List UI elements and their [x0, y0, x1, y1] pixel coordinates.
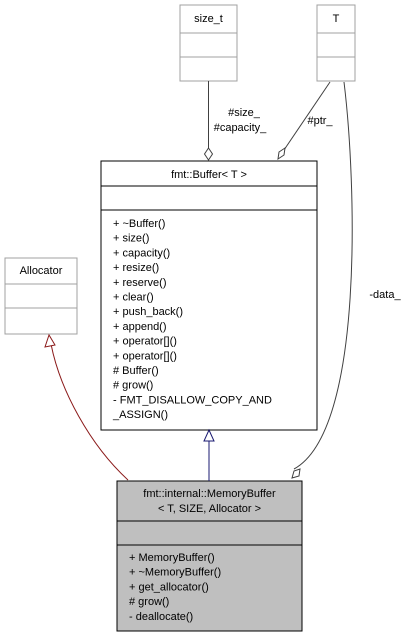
method-item: # grow() — [129, 596, 169, 608]
method-item: + ~MemoryBuffer() — [129, 567, 221, 579]
composition-diamond — [277, 146, 286, 161]
method-item: + operator[]() — [113, 336, 177, 348]
edge-memory-buffer-inherits-allocator — [44, 333, 129, 481]
edge-size-label-1: #size_ — [228, 107, 261, 119]
method-item: # Buffer() — [113, 365, 159, 377]
edge-size-to-buffer: #size_ #capacity_ — [203, 81, 267, 161]
method-item: + MemoryBuffer() — [129, 552, 215, 564]
method-item: _ASSIGN() — [112, 409, 168, 421]
method-item: + resize() — [113, 262, 159, 274]
class-memory-buffer-methods: + MemoryBuffer() + ~MemoryBuffer() + get_a… — [129, 552, 221, 623]
class-size_t-name: size_t — [194, 13, 223, 25]
class-t[interactable]: T — [316, 4, 356, 82]
method-item: + size() — [113, 233, 149, 245]
inheritance-arrow — [203, 428, 215, 442]
method-item: + reserve() — [113, 277, 167, 289]
class-allocator-name: Allocator — [20, 265, 63, 277]
edge-ptr-label: #ptr_ — [307, 115, 333, 127]
method-item: - FMT_DISALLOW_COPY_AND — [113, 394, 272, 406]
class-buffer-methods: + ~Buffer() + size() + capacity() + resize(… — [112, 218, 272, 421]
method-item: + append() — [113, 321, 167, 333]
class-size_t[interactable]: size_t — [179, 4, 238, 82]
class-memory-buffer[interactable]: fmt::internal::MemoryBuffer < T, SIZE, A… — [116, 480, 303, 632]
method-item: + get_allocator() — [129, 581, 209, 593]
class-allocator[interactable]: Allocator — [4, 257, 78, 335]
edge-memory-buffer-inherits-buffer — [203, 428, 215, 481]
method-item: + ~Buffer() — [113, 218, 165, 230]
edge-size-label-2: #capacity_ — [214, 122, 267, 134]
class-t-name: T — [333, 13, 340, 25]
composition-diamond — [291, 468, 301, 479]
method-item: + operator[]() — [113, 350, 177, 362]
composition-diamond — [203, 147, 214, 161]
class-buffer[interactable]: fmt::Buffer< T > + ~Buffer()+ size()+ ca… — [100, 160, 318, 431]
class-buffer-name: fmt::Buffer< T > — [171, 169, 247, 181]
method-item: + push_back() — [113, 306, 183, 318]
edge-data-label: -data_ — [369, 289, 401, 301]
class-memory-buffer-name-line2: < T, SIZE, Allocator > — [158, 503, 261, 515]
class-memory-buffer-name-line1: fmt::internal::MemoryBuffer — [143, 488, 276, 500]
method-item: - deallocate() — [129, 611, 193, 623]
inheritance-arrow — [44, 333, 56, 348]
method-item: + clear() — [113, 292, 154, 304]
method-item: + capacity() — [113, 247, 170, 259]
method-item: # grow() — [113, 380, 153, 392]
edge-t-to-buffer: #ptr_ — [277, 81, 333, 161]
edge-t-to-memory-buffer: -data_ — [291, 81, 401, 479]
